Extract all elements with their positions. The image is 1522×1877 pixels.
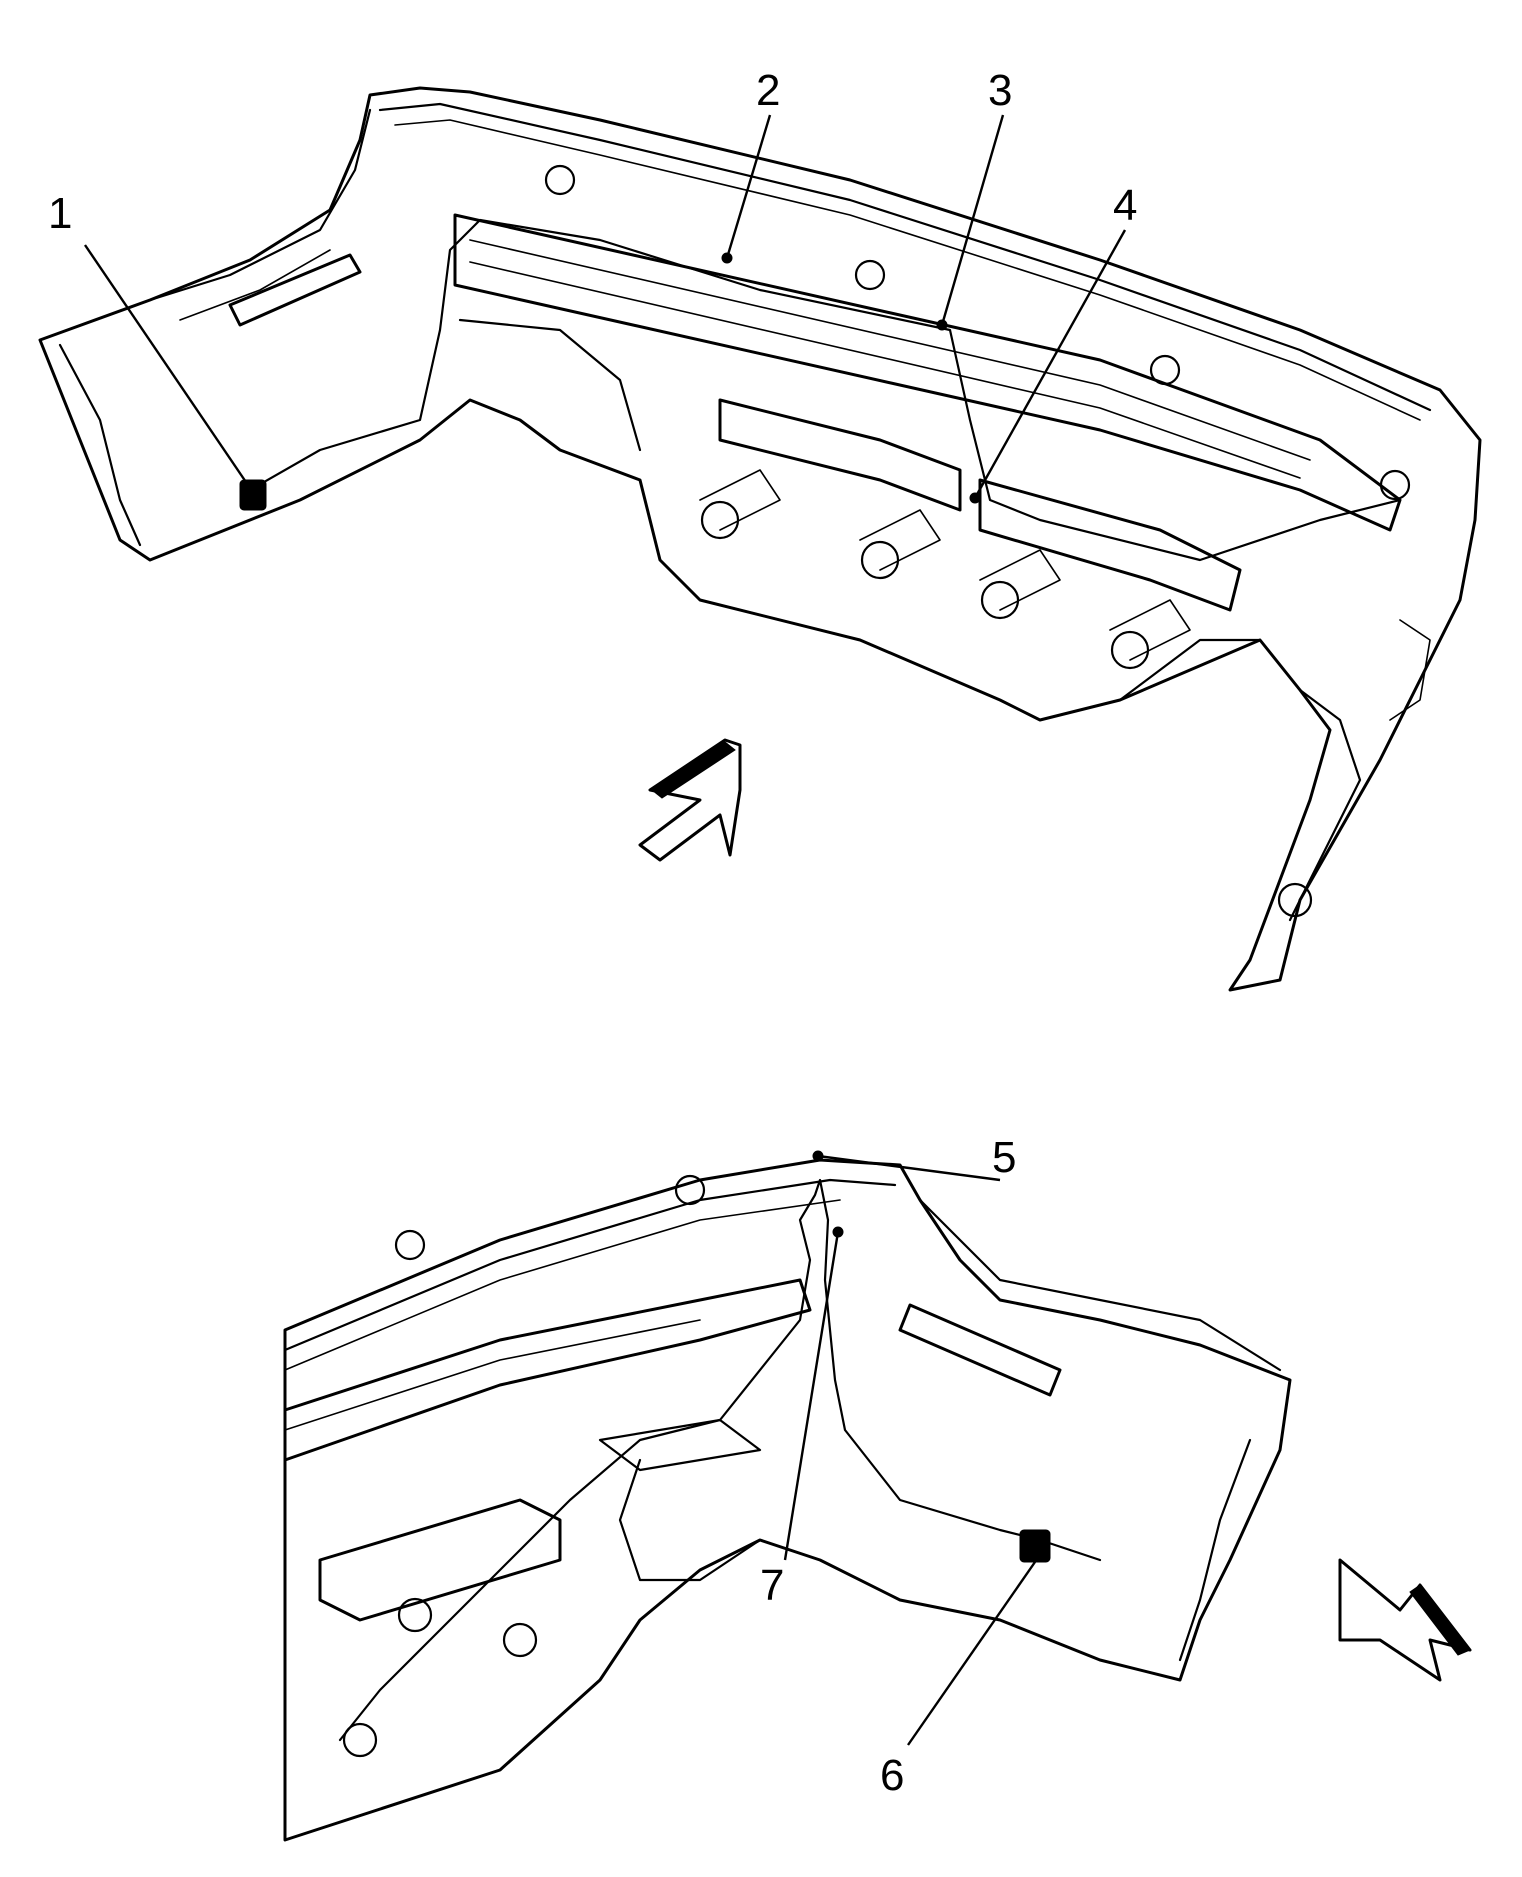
top-direction-arrow-icon — [638, 738, 742, 862]
callout-3: 3 — [988, 66, 1012, 115]
right-reflector — [898, 1303, 1062, 1397]
leader-5 — [817, 1154, 1001, 1182]
leader-6 — [907, 1561, 1036, 1746]
center-absorber-right — [978, 478, 1242, 612]
callout-7: 7 — [760, 1561, 784, 1610]
callout-4: 4 — [1113, 181, 1137, 230]
top-bumper-view — [38, 86, 1482, 992]
top-sensor-mounts — [544, 164, 1411, 670]
bottom-bumper-fascia — [283, 1158, 1292, 1842]
bottom-direction-arrow-icon — [1338, 1558, 1472, 1682]
callout-leaders — [84, 114, 1127, 1746]
callout-6: 6 — [880, 1751, 904, 1800]
bottom-bumper-view — [283, 1150, 1472, 1842]
harness-connector-1 — [239, 479, 267, 511]
leader-4 — [973, 229, 1127, 499]
callout-1: 1 — [48, 189, 72, 238]
callout-2: 2 — [756, 66, 780, 115]
bottom-sensor-mounts — [342, 1174, 706, 1758]
leader-7 — [783, 1231, 840, 1561]
bottom-wiring-harness — [338, 1178, 1102, 1742]
leader-2 — [725, 114, 772, 259]
bottom-absorber — [318, 1498, 562, 1622]
center-absorber-left — [718, 398, 962, 512]
left-reflector — [228, 253, 362, 327]
leader-1 — [84, 244, 251, 489]
top-bumper-fascia — [38, 86, 1482, 992]
callout-5: 5 — [992, 1133, 1016, 1182]
harness-connector-6 — [1019, 1529, 1051, 1563]
impact-bar — [453, 213, 1402, 532]
leader-3 — [940, 114, 1005, 326]
callout-labels: 1 2 3 4 5 6 7 — [48, 66, 1137, 1800]
top-wiring-harness — [248, 218, 1402, 562]
